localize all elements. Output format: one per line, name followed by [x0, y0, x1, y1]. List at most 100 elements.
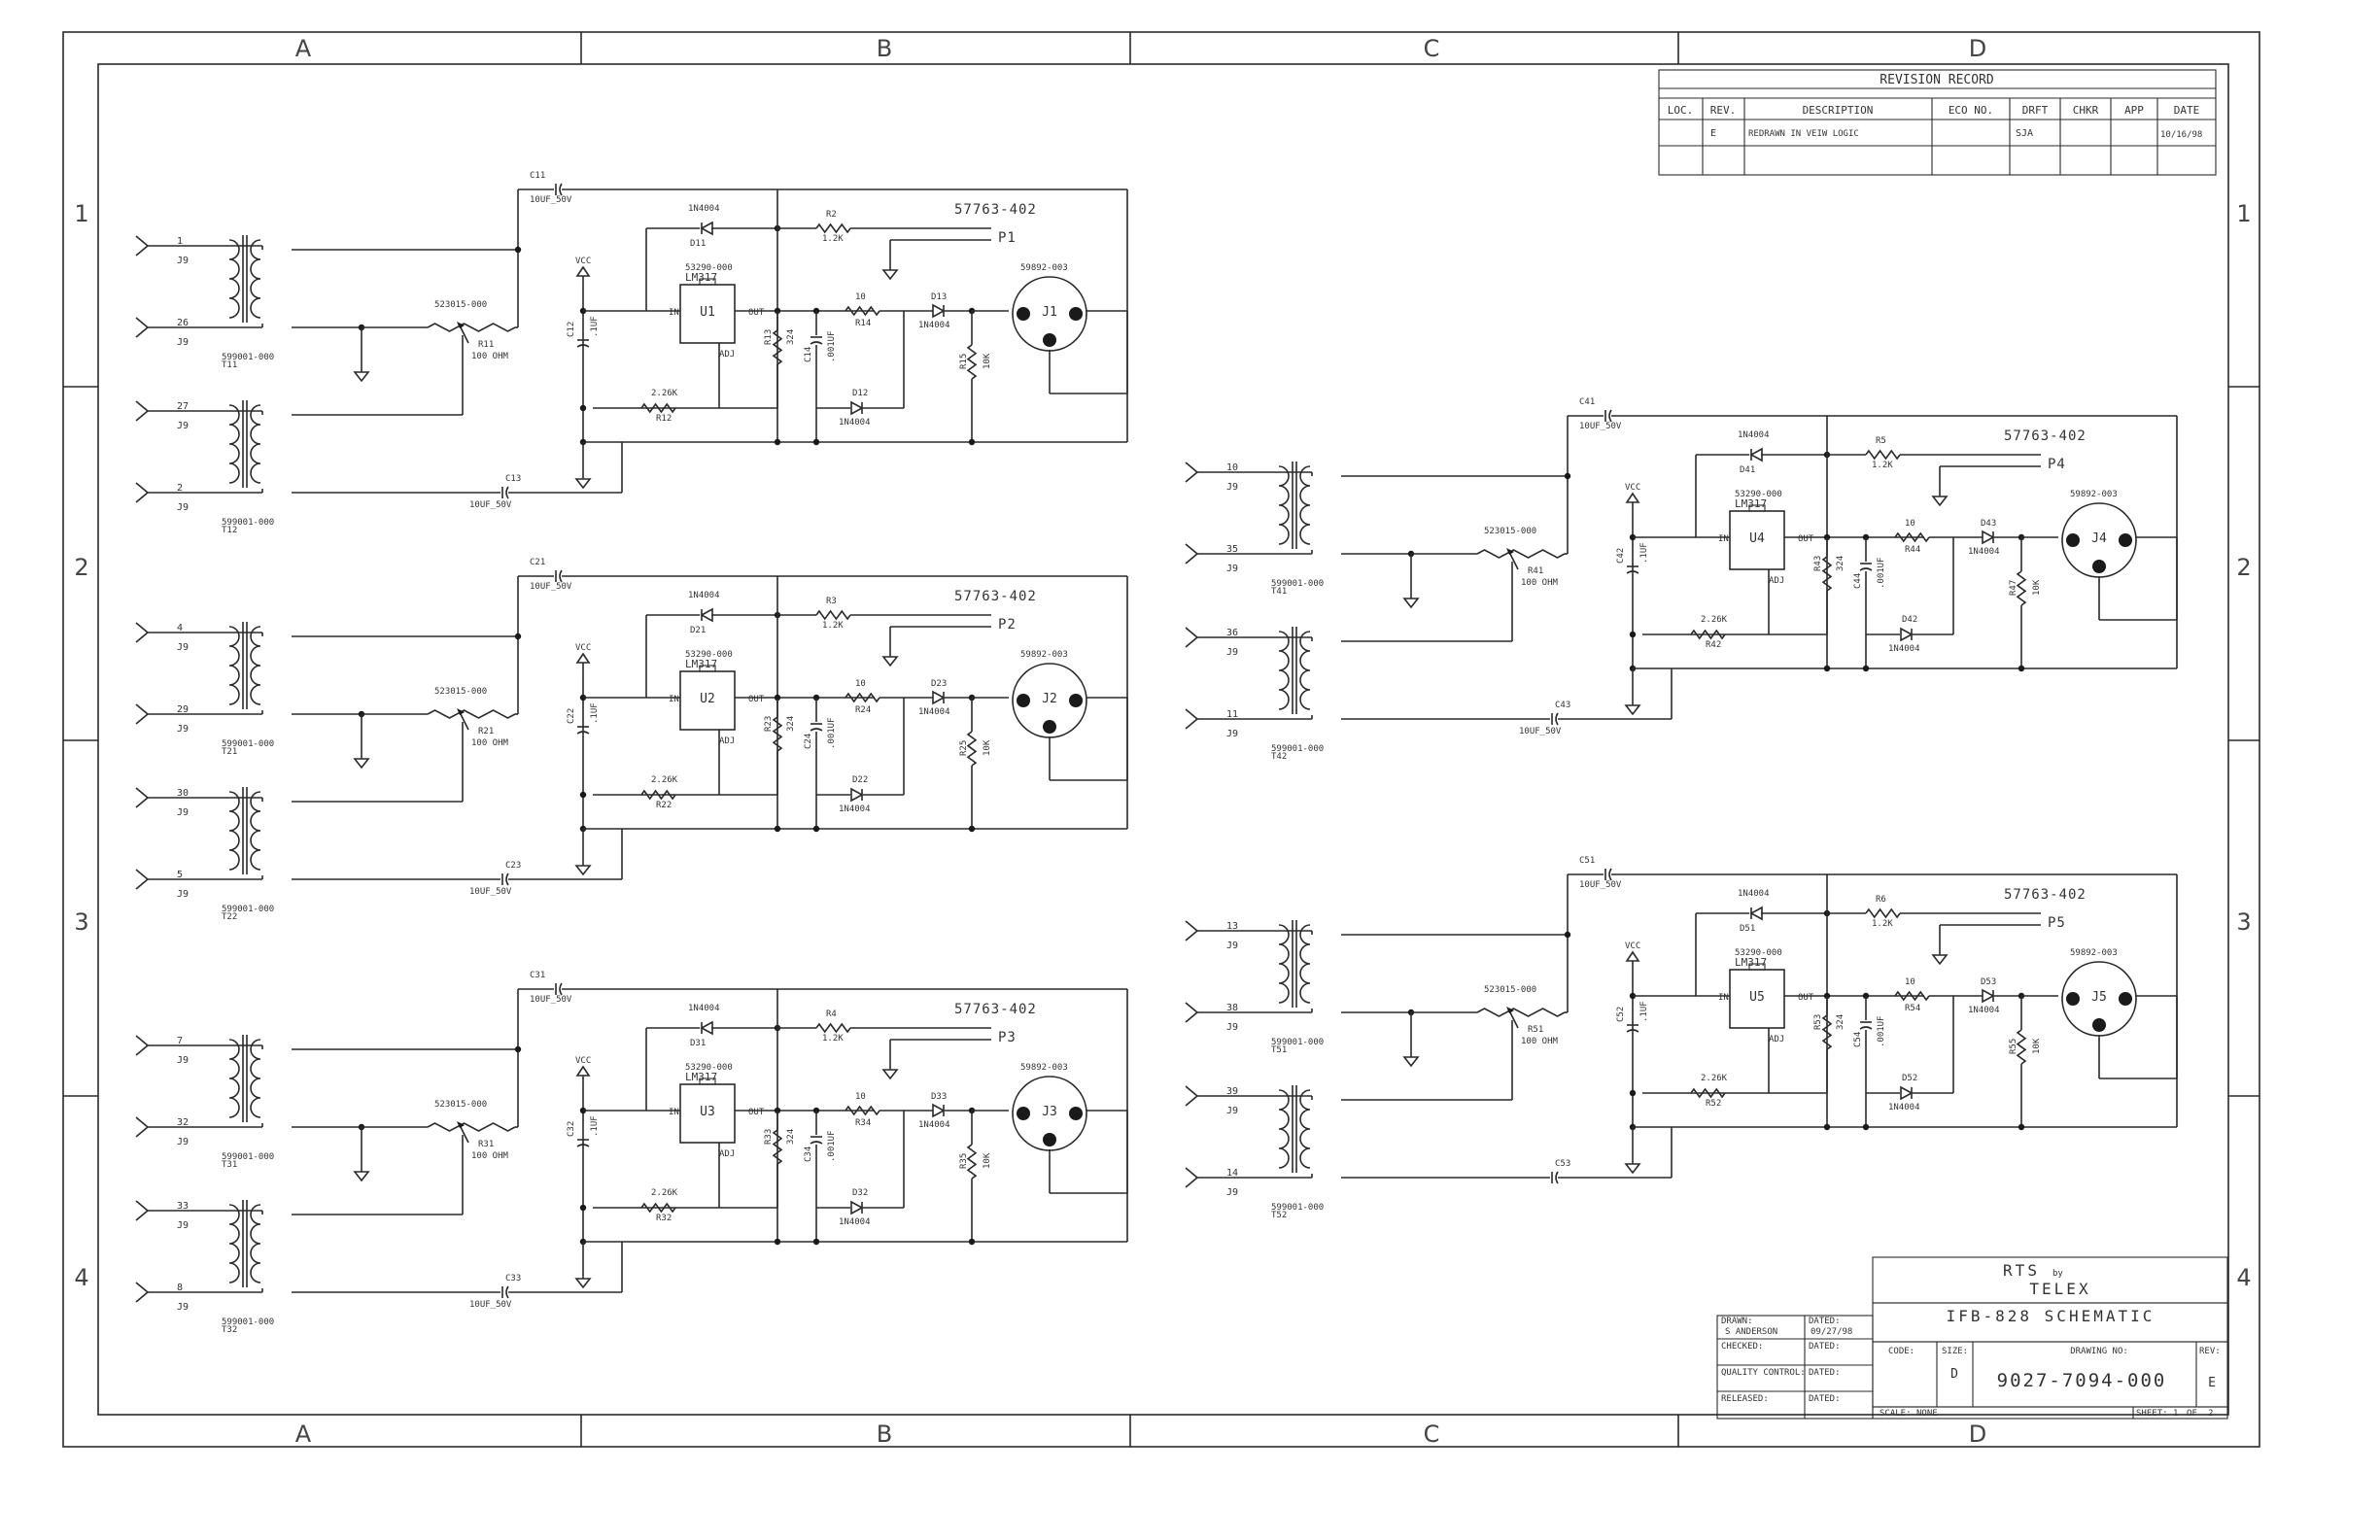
- load-resistor-value: 10K: [983, 353, 992, 369]
- sense-resistor-value: 324: [1836, 1014, 1845, 1030]
- diode-type-label: 1N4004: [1738, 430, 1770, 440]
- capacitor-symbol: [1604, 409, 1612, 423]
- zone-column-label: C: [1424, 35, 1440, 62]
- capacitor-symbol: [501, 1285, 509, 1299]
- coupling-cap-reference: C21: [530, 558, 545, 567]
- diode-body: [932, 303, 946, 319]
- junction-dot: [579, 825, 587, 833]
- diode-type-label: 1N4004: [688, 1004, 720, 1013]
- trim-part-number: 523015-000: [1484, 527, 1536, 536]
- xlr-reference: J4: [2091, 531, 2107, 546]
- capacitor-symbol: [1551, 712, 1559, 726]
- trim-reference: R11: [478, 340, 494, 350]
- zone-column-label: D: [1969, 1420, 1986, 1448]
- diode-symbol: [932, 690, 946, 705]
- jack-chevron: [135, 400, 150, 422]
- cable-part-number: 57763-402: [2004, 428, 2087, 444]
- resistor-value: 1.2K: [822, 621, 844, 631]
- coupling-cap-reference: C43: [1555, 701, 1570, 710]
- sense-resistor-reference: R43: [1813, 556, 1823, 571]
- resistor-zigzag: [1894, 990, 1930, 1002]
- series-resistor-reference: R44: [1905, 545, 1920, 555]
- wiper-arrow: [457, 322, 465, 328]
- capacitor-plate: [576, 1144, 590, 1147]
- junction-dot: [968, 438, 976, 446]
- jack-reference: J9: [177, 1220, 189, 1231]
- ground-triangle: [353, 371, 370, 383]
- jack-reference: J9: [177, 889, 189, 900]
- transformer-reference: T51: [1271, 1045, 1287, 1055]
- plug-reference: P2: [998, 617, 1017, 633]
- diode-type-label: 1N4004: [1738, 889, 1770, 899]
- zone-column-label: B: [877, 35, 892, 62]
- ground-triangle: [881, 656, 899, 667]
- transformer: [1278, 920, 1311, 1008]
- ground-symbol: [1624, 698, 1641, 716]
- regulator-part-number: 53290-000: [1735, 948, 1782, 958]
- transformer-part-number: 599001-000: [222, 518, 274, 528]
- trim-value: 100 OHM: [471, 352, 509, 361]
- resistor-reference: R6: [1876, 895, 1886, 905]
- jack-chevron: [1185, 920, 1199, 941]
- vcc-label: VCC: [575, 643, 591, 653]
- transformer-reference: T42: [1271, 752, 1287, 762]
- zone-row-label: 1: [74, 200, 88, 227]
- cable-part-number: 57763-402: [954, 1002, 1037, 1017]
- transformer-reference: T12: [222, 526, 237, 535]
- capacitor-plate: [559, 569, 563, 583]
- channel-4: 10J935J936J911J9599001-000T41599001-000T…: [1185, 397, 2178, 762]
- series-resistor-value: 10: [855, 292, 866, 302]
- zone-row-label: 2: [2236, 554, 2251, 581]
- diode-symbol: [850, 787, 864, 803]
- vcc-triangle: [575, 652, 591, 664]
- resistor-zigzag: [845, 305, 880, 317]
- jack-reference: J9: [177, 256, 189, 266]
- load-resistor-reference: R25: [959, 740, 969, 756]
- jack-reference: J9: [177, 421, 189, 431]
- sheet-total: 2: [2208, 1409, 2213, 1419]
- jack-pin-number: 30: [177, 788, 189, 799]
- junction-dot: [2066, 992, 2080, 1006]
- jack-pin-number: 14: [1226, 1168, 1238, 1179]
- wiper-arrow: [1506, 548, 1514, 555]
- diode-symbol: [1982, 988, 1995, 1004]
- output-cap-reference: C14: [804, 347, 813, 362]
- jack-pin-number: 35: [1226, 544, 1238, 555]
- diode-type-label: 1N4004: [688, 204, 720, 214]
- junction-dot: [579, 694, 587, 702]
- load-resistor-reference: R15: [959, 354, 969, 369]
- diode-symbol: [932, 1103, 946, 1118]
- revision-record-title: REVISION RECORD: [1880, 73, 1994, 87]
- regulator-part-number: 53290-000: [685, 1063, 733, 1073]
- jack-reference: J9: [1226, 1022, 1238, 1033]
- transformer-coil: [228, 404, 240, 484]
- ground-symbol: [1931, 489, 1949, 507]
- trim-value: 100 OHM: [471, 1151, 509, 1161]
- coupling-cap-value: 10UF_50V: [1579, 880, 1622, 890]
- qc-label: QUALITY CONTROL:: [1721, 1368, 1806, 1378]
- diode-body: [700, 1020, 713, 1036]
- ground-triangle: [1402, 598, 1420, 609]
- diode-body: [1900, 627, 1914, 642]
- resistor-zigzag: [845, 1105, 880, 1116]
- output-cap-value: .001UF: [827, 330, 837, 362]
- ground-triangle: [1931, 496, 1949, 507]
- resistor-zigzag: [1865, 907, 1901, 919]
- transformer-coil: [250, 1039, 261, 1118]
- jack-chevron: [135, 482, 150, 503]
- diode-type-label: 1N4004: [918, 321, 950, 330]
- jack-chevron: [135, 235, 150, 257]
- rev-header-date: DATE: [2174, 104, 2200, 117]
- transformer-coil: [1278, 1089, 1290, 1169]
- rev-header-chkr: CHKR: [2073, 104, 2099, 117]
- rev-label: REV:: [2199, 1347, 2221, 1356]
- junction-dot: [2092, 1018, 2106, 1032]
- filter-cap-reference: C42: [1616, 548, 1626, 564]
- transformer-part-number: 599001-000: [222, 739, 274, 749]
- regulator-pin-in: IN: [1718, 993, 1729, 1003]
- resistor-reference: R5: [1876, 436, 1886, 446]
- ground-triangle: [574, 865, 592, 876]
- jack-chevron: [135, 622, 150, 643]
- zone-column-label: D: [1969, 35, 1986, 62]
- load-resistor-value: 10K: [983, 1152, 992, 1169]
